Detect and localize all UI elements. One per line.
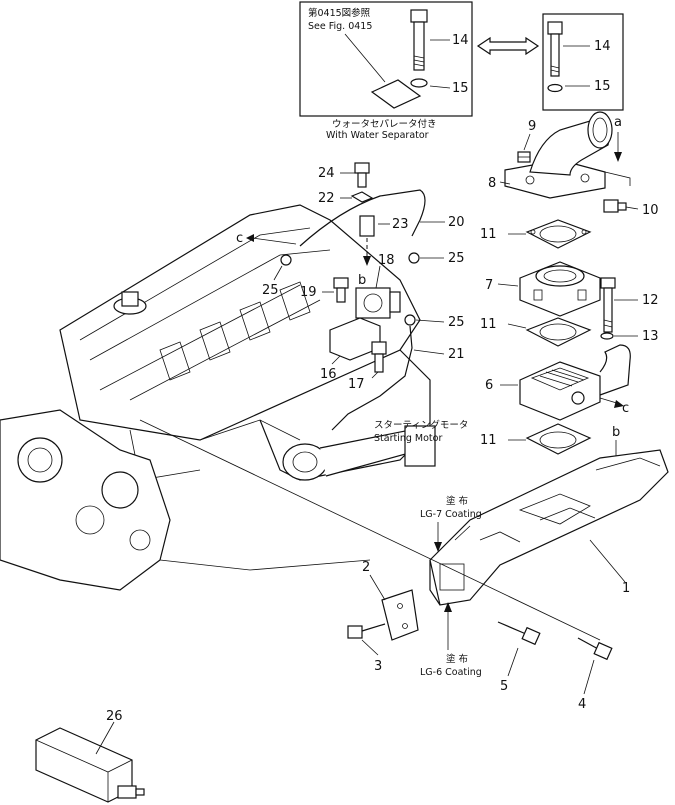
label-15: 15 [594,79,611,94]
label-25-left: 25 [262,283,279,298]
washer-15 [547,83,563,93]
label-8: 8 [488,176,496,191]
label-5: 5 [500,679,508,694]
nut-25-left [280,254,292,266]
lg6-jp: 塗 布 [446,653,468,665]
lg7-en: LG-7 Coating [420,509,482,520]
label-15-inset: 15 [452,81,469,96]
label-23: 23 [392,217,409,232]
ref-b-right: b [612,425,620,440]
inset-washer-15 [410,78,428,88]
front-housing [0,409,371,591]
inset-frame [299,1,473,117]
label-21: 21 [448,347,465,362]
bolt-5 [497,621,541,646]
intake-manifold-1 [429,449,669,606]
bracket-2 [381,589,419,641]
ref-c-left: c [236,231,243,246]
label-22: 22 [318,191,335,206]
label-6: 6 [485,378,493,393]
bolt-24 [354,162,370,188]
label-18: 18 [378,253,395,268]
label-14-inset: 14 [452,33,469,48]
label-24: 24 [318,166,335,181]
nut-25-top [408,252,420,264]
label-19: 19 [300,285,317,300]
starting-motor [282,425,436,481]
label-7: 7 [485,278,493,293]
elbow-8 [504,111,613,199]
right-bolt-frame [542,13,624,111]
starting-motor-en: Starting Motor [374,433,442,444]
starting-motor-jp: スターティングモータ [374,419,468,431]
label-13: 13 [642,329,659,344]
label-1: 1 [622,581,630,596]
gasket-11-top [525,219,592,249]
label-20: 20 [448,215,465,230]
label-14: 14 [594,39,611,54]
elbow-fitting-10 [603,199,627,213]
inset-bracket [370,79,422,109]
ref-a-top: a [614,115,622,130]
bolt-19 [333,277,349,303]
clip-22 [350,191,374,203]
cable-20 [299,189,426,247]
inset-ref-en: See Fig. 0415 [308,21,372,32]
tool-26 [35,727,145,803]
label-11-top: 11 [480,227,497,242]
label-10: 10 [642,203,659,218]
label-26: 26 [106,709,123,724]
washer-13 [600,332,614,340]
cable-21 [331,325,413,431]
label-17: 17 [348,377,365,392]
label-9: 9 [528,119,536,134]
spacer-7 [519,261,601,317]
label-25-mid: 25 [448,315,465,330]
bolt-12 [600,277,616,333]
relay-18 [355,287,401,319]
heater-6 [519,361,601,421]
gasket-11-bottom [525,423,592,455]
engine-leader [139,419,601,641]
label-11-mid: 11 [480,317,497,332]
label-3: 3 [374,659,382,674]
label-2: 2 [362,560,370,575]
ref-c-right: c [622,401,629,416]
ref-b-left: b [358,273,366,288]
label-4: 4 [578,697,586,712]
plug-9 [517,151,531,163]
bolt-14 [547,21,563,77]
lg7-jp: 塗 布 [446,495,468,507]
cap-23 [359,215,375,237]
inset-caption-jp: ウォータセパレータ付き [332,119,437,130]
double-arrow [476,36,540,56]
heater-cable [599,344,631,396]
nut-25-mid [404,314,416,326]
bolt-4 [577,637,613,661]
lg6-en: LG-6 Coating [420,667,482,678]
gasket-11-mid [525,317,592,347]
inset-ref-jp: 第0415図参照 [308,7,371,19]
label-11-bottom: 11 [480,433,497,448]
inset-bolt-14 [410,9,428,71]
label-12: 12 [642,293,659,308]
label-16: 16 [320,367,337,382]
bolt-3 [347,623,386,639]
inset-leader [344,33,386,83]
label-25-top: 25 [448,251,465,266]
bolt-17 [371,341,387,373]
inset-caption-en: With Water Separator [326,130,429,141]
